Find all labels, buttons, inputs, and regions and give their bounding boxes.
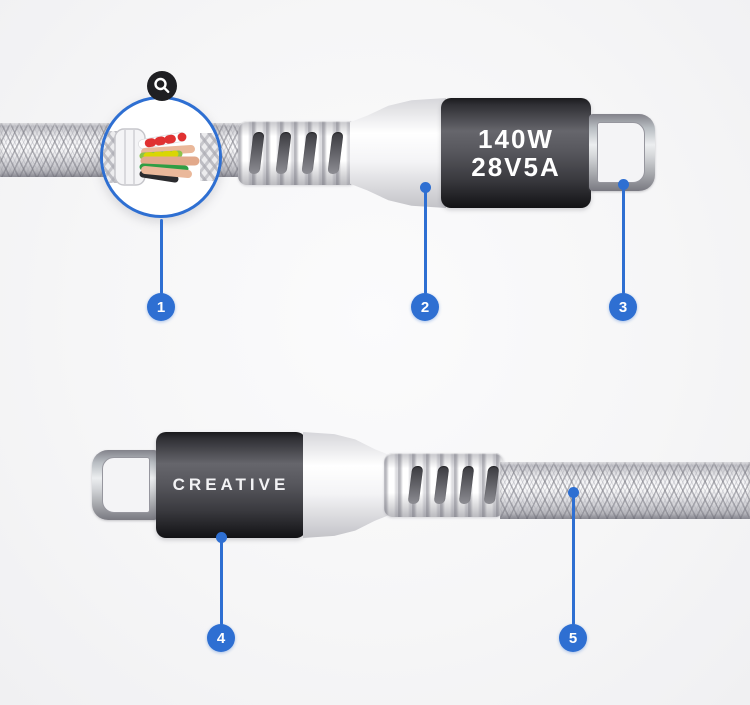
callout-line-4 [219, 539, 223, 625]
connector-boot-bottom [303, 432, 390, 538]
usb-c-plug-top [589, 114, 655, 191]
callout-line-3 [621, 186, 625, 294]
magnifier-badge[interactable] [147, 71, 177, 101]
connector-boot-top [350, 98, 446, 208]
cable-braid-bottom [500, 462, 750, 519]
cable-core-zoom-inset [100, 96, 222, 218]
strain-relief-slot [433, 466, 450, 504]
connector-body-bottom: CREATIVE [156, 432, 306, 538]
callout-dot-3 [617, 178, 629, 190]
connector-body-top: 140W 28V5A [441, 98, 591, 208]
callout-number-4: 4 [216, 629, 226, 647]
cable-cross-section-illustration [103, 128, 219, 186]
callout-number-1: 1 [156, 298, 166, 316]
strain-relief-bottom [384, 453, 504, 517]
magnifier-icon [154, 77, 170, 93]
strain-relief-slot [458, 466, 475, 504]
usb-c-plug-face-top [597, 122, 645, 183]
callout-marker-5[interactable]: 5 [559, 624, 587, 652]
strain-relief-slot [407, 466, 424, 504]
power-rating-watts: 140W [478, 124, 554, 154]
callout-marker-3[interactable]: 3 [609, 293, 637, 321]
brand-logo-text: CREATIVE [172, 475, 290, 494]
callout-line-1 [159, 219, 163, 294]
power-rating-label: 140W 28V5A [441, 98, 591, 208]
power-rating-volts-amps: 28V5A [471, 152, 561, 182]
callout-dot-5 [567, 486, 579, 498]
brand-logo: CREATIVE [156, 432, 306, 538]
usb-c-plug-face-bottom [102, 457, 150, 513]
callout-marker-1[interactable]: 1 [147, 293, 175, 321]
strain-relief-slot [275, 132, 292, 174]
strain-relief-slot [248, 132, 265, 174]
callout-line-2 [423, 189, 427, 294]
callout-number-2: 2 [420, 298, 430, 316]
callout-number-3: 3 [618, 298, 628, 316]
strain-relief-slot [301, 132, 318, 174]
callout-marker-4[interactable]: 4 [207, 624, 235, 652]
callout-number-5: 5 [568, 629, 578, 647]
strain-relief-top [238, 121, 357, 185]
strain-relief-slot [483, 466, 500, 504]
callout-marker-2[interactable]: 2 [411, 293, 439, 321]
callout-line-5 [571, 494, 575, 625]
callout-dot-2 [419, 181, 431, 193]
strain-relief-slot [327, 132, 344, 174]
usb-c-plug-bottom [92, 450, 158, 520]
callout-dot-4 [215, 531, 227, 543]
